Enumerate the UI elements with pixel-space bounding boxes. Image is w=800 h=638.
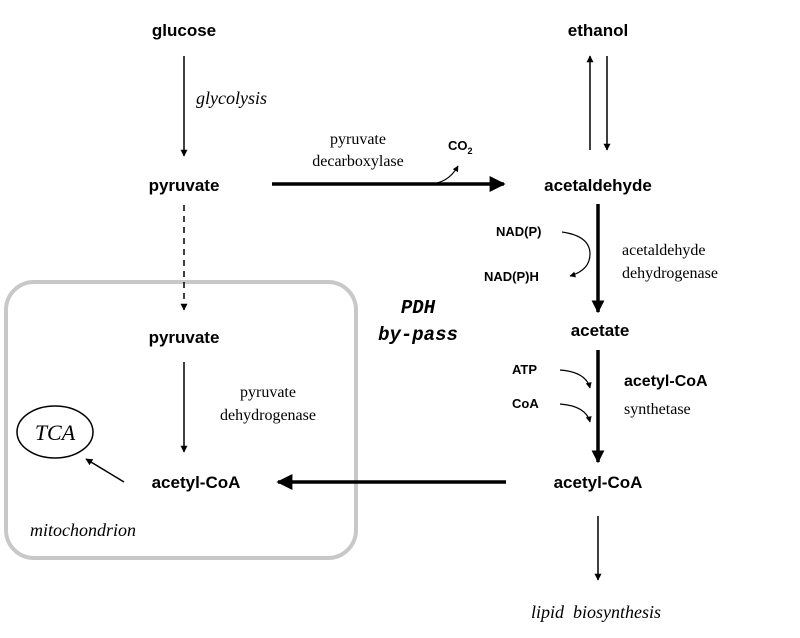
nadp-label: NAD(P) [496, 224, 542, 239]
acetyl-coa-synthetase-label-2: synthetase [624, 401, 691, 418]
pyruvate-dehydrogenase-label-1: pyruvate [240, 384, 296, 401]
ethanol-label: ethanol [568, 21, 628, 40]
acetaldehyde-label: acetaldehyde [544, 176, 652, 195]
acetate-label: acetate [571, 321, 630, 340]
mitochondrion-compartment [4, 280, 358, 560]
pdh-bypass-label-1: PDH [401, 297, 436, 319]
coa-label: CoA [512, 396, 539, 411]
pyruvate-decarboxylase-label-2: decarboxylase [312, 153, 404, 170]
co2-label: CO2 [448, 138, 473, 156]
acetaldehyde-dehydrogenase-label-2: dehydrogenase [622, 265, 718, 282]
pdh-bypass-label-2: by-pass [378, 324, 458, 346]
acetyl-coa-cyto-label: acetyl-CoA [554, 473, 643, 492]
glucose-label: glucose [152, 21, 216, 40]
acetaldehyde-dehydrogenase-label-1: acetaldehyde [622, 242, 706, 259]
pyruvate-cyto-label: pyruvate [149, 176, 220, 195]
acetyl-coa-synthetase-label-1: acetyl-CoA [624, 373, 708, 390]
mitochondrion-label: mitochondrion [30, 520, 136, 540]
tca-label: TCA [35, 420, 76, 445]
arrow-acetyl-coa-to-tca [85, 458, 125, 483]
arrow-coa-cofactor [559, 403, 592, 423]
atp-label: ATP [512, 362, 537, 377]
pyruvate-decarboxylase-label-1: pyruvate [330, 131, 386, 148]
arrow-nadp-to-nadph [561, 231, 591, 278]
glycolysis-label: glycolysis [196, 88, 267, 108]
arrow-atp-cofactor [559, 369, 592, 389]
tca-cycle-node [16, 405, 94, 459]
lipid-biosynthesis-label: lipid biosynthesis [531, 602, 661, 622]
acetyl-coa-mito-label: acetyl-CoA [152, 473, 241, 492]
arrow-co2-release [427, 165, 459, 185]
pyruvate-dehydrogenase-label-2: dehydrogenase [220, 407, 316, 424]
nadph-label: NAD(P)H [484, 269, 539, 284]
pyruvate-mito-label: pyruvate [149, 328, 220, 347]
